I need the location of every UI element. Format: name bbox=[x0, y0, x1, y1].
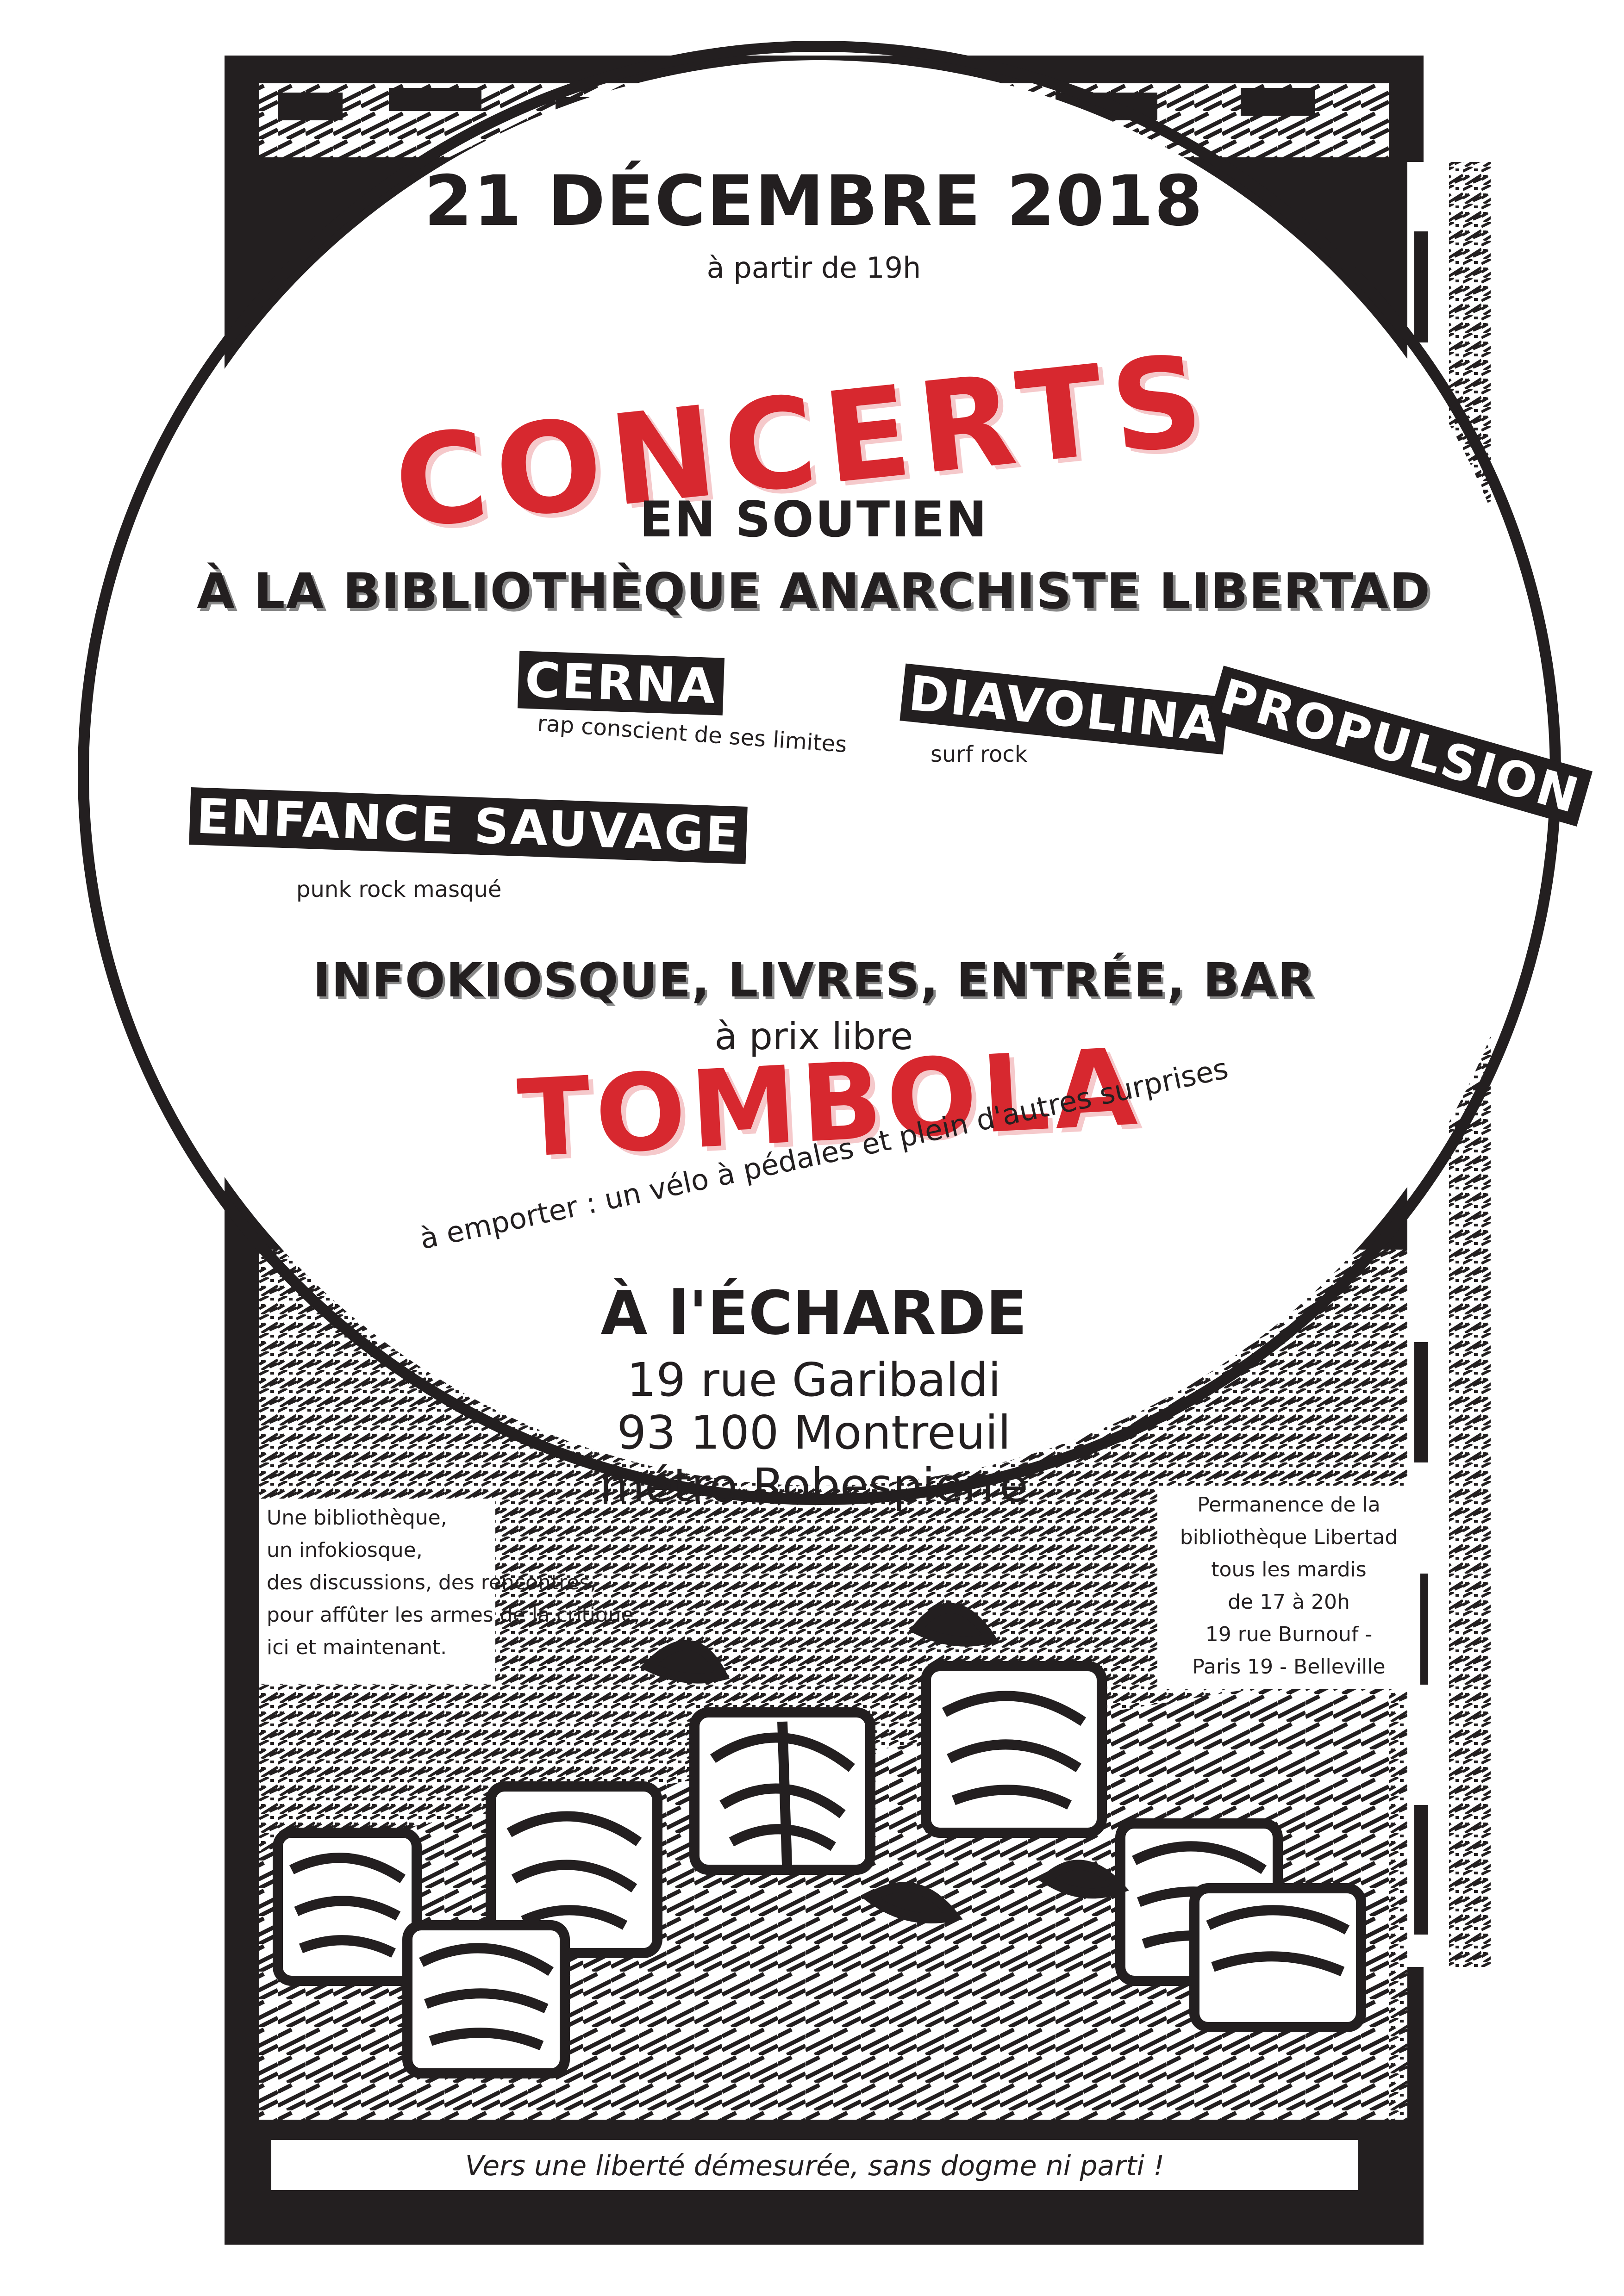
rose-flower bbox=[402, 1920, 570, 2078]
band-description-diavolina: surf rock bbox=[931, 741, 1028, 767]
rose-flower bbox=[273, 1828, 422, 1986]
offer-list: INFOKIOSQUE, LIVRES, ENTRÉE, BAR bbox=[312, 953, 1315, 1008]
venue-name: À l'ÉCHARDE bbox=[600, 1278, 1027, 1348]
library-hours-line: tous les mardis bbox=[1211, 1558, 1367, 1581]
rose-flower bbox=[921, 1661, 1107, 1838]
venue-metro: métro Robespierre bbox=[600, 1458, 1028, 1512]
central-circle bbox=[97, 60, 1542, 1486]
library-hours-line: de 17 à 20h bbox=[1228, 1590, 1350, 1614]
venue-city: 93 100 Montreuil bbox=[617, 1406, 1011, 1460]
footer-box bbox=[269, 2137, 1361, 2193]
rose-leaves bbox=[639, 1603, 1129, 1923]
library-hours-line: 19 rue Burnouf - bbox=[1205, 1623, 1373, 1646]
library-description-box bbox=[259, 1499, 495, 1684]
rose-flower bbox=[689, 1707, 875, 1875]
band-description-enfance-sauvage: punk rock masqué bbox=[296, 877, 502, 902]
library-description-line: un infokiosque, bbox=[267, 1538, 423, 1562]
subheadline-soutien: EN SOUTIEN bbox=[639, 491, 988, 548]
rose-flower bbox=[486, 1781, 662, 1958]
venue-street: 19 rue Garibaldi bbox=[626, 1353, 1001, 1407]
library-description-line: ici et maintenant. bbox=[267, 1636, 447, 1659]
roses-woodcut bbox=[259, 1603, 1389, 2120]
footer-slogan: Vers une liberté démesurée, sans dogme n… bbox=[465, 2150, 1165, 2182]
library-hours-line: Permanence de la bbox=[1197, 1493, 1380, 1517]
subheadline-library: À LA BIBLIOTHÈQUE ANARCHISTE LIBERTAD bbox=[197, 563, 1431, 620]
library-description-line: Une bibliothèque, bbox=[267, 1506, 447, 1530]
event-date: 21 DÉCEMBRE 2018 bbox=[424, 161, 1204, 242]
start-time: à partir de 19h bbox=[706, 251, 921, 285]
library-hours-line: bibliothèque Libertad bbox=[1180, 1525, 1398, 1549]
rose-flower bbox=[1189, 1883, 1366, 2032]
offer-price: à prix libre bbox=[714, 1015, 913, 1058]
library-hours-box bbox=[1157, 1486, 1420, 1689]
library-description-line: des discussions, des rencontres, bbox=[267, 1571, 597, 1594]
library-hours-line: Paris 19 - Belleville bbox=[1192, 1655, 1386, 1679]
band-name-cerna: CERNA bbox=[517, 651, 725, 716]
library-description-line: pour affûter les armes de la critique, bbox=[267, 1603, 640, 1627]
